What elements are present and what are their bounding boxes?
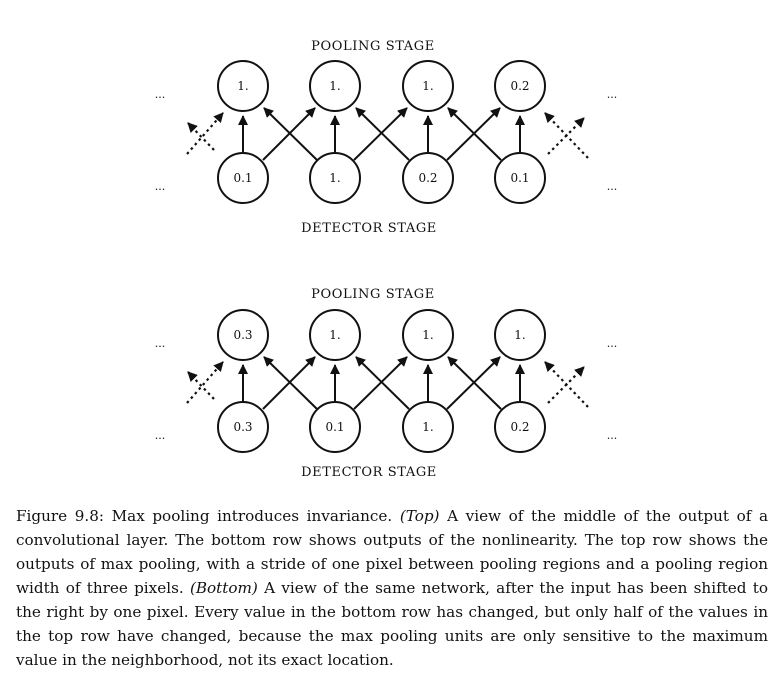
detector-node-value: 1. bbox=[329, 171, 340, 185]
caption-top-text: A view of the middle of the output of a … bbox=[16, 507, 769, 597]
pooling-node: 0.3 bbox=[217, 309, 269, 361]
dotted-arrow-left bbox=[186, 112, 224, 155]
pooling-node-value: 1. bbox=[514, 328, 525, 342]
pooling-node-value: 0.2 bbox=[510, 79, 529, 93]
pooling-node: 1. bbox=[309, 60, 361, 112]
ellipsis-left-top: ... bbox=[155, 337, 166, 350]
dotted-arrow-left-outer bbox=[187, 122, 215, 151]
arrow-d2-p3 bbox=[353, 356, 408, 410]
ellipsis-left-bottom: ... bbox=[155, 180, 166, 193]
pooling-node: 0.2 bbox=[494, 60, 546, 112]
detector-node-value: 0.1 bbox=[325, 420, 344, 434]
caption-figure-label: Figure 9.8: Max pooling introduces invar… bbox=[16, 507, 393, 525]
pooling-node: 1. bbox=[309, 309, 361, 361]
ellipsis-right-bottom: ... bbox=[607, 429, 618, 442]
detector-node: 0.3 bbox=[217, 401, 269, 453]
pooling-node-value: 0.3 bbox=[233, 328, 252, 342]
detector-node-value: 0.1 bbox=[510, 171, 529, 185]
detector-stage-label: DETECTOR STAGE bbox=[301, 465, 437, 480]
detector-node: 1. bbox=[309, 152, 361, 204]
detector-node-value: 0.3 bbox=[233, 420, 252, 434]
ellipsis-right-bottom: ... bbox=[607, 180, 618, 193]
pooling-node-value: 1. bbox=[237, 79, 248, 93]
detector-node: 0.2 bbox=[402, 152, 454, 204]
pooling-stage-label: POOLING STAGE bbox=[311, 39, 435, 54]
ellipsis-right-top: ... bbox=[607, 337, 618, 350]
detector-node: 0.1 bbox=[309, 401, 361, 453]
ellipsis-right-top: ... bbox=[607, 88, 618, 101]
ellipsis-left-bottom: ... bbox=[155, 429, 166, 442]
pooling-node-value: 1. bbox=[422, 328, 433, 342]
max-pooling-diagrams: POOLING STAGE DETECTOR STAGE ... ... ...… bbox=[155, 39, 618, 480]
detector-node-value: 0.2 bbox=[418, 171, 437, 185]
caption-top-tag: (Top) bbox=[399, 507, 440, 525]
pooling-node-value: 1. bbox=[329, 79, 340, 93]
dotted-arrow-left-outer bbox=[187, 371, 215, 400]
detector-node: 0.2 bbox=[494, 401, 546, 453]
dotted-arrow-right-outer bbox=[547, 117, 585, 155]
diagram-top-panel: POOLING STAGE DETECTOR STAGE ... ... ...… bbox=[155, 39, 618, 236]
pooling-node: 1. bbox=[402, 309, 454, 361]
caption-bottom-text: A view of the same network, after the in… bbox=[16, 579, 768, 669]
detector-node-value: 0.1 bbox=[233, 171, 252, 185]
figure-caption: Figure 9.8: Max pooling introduces invar… bbox=[16, 504, 768, 672]
pooling-stage-label: POOLING STAGE bbox=[311, 287, 435, 302]
arrow-d2-p1 bbox=[263, 356, 318, 410]
caption-bottom-tag: (Bottom) bbox=[189, 579, 258, 597]
pooling-node: 1. bbox=[494, 309, 546, 361]
detector-node-value: 0.2 bbox=[510, 420, 529, 434]
arrow-d2-p3 bbox=[353, 107, 408, 161]
dotted-arrow-right-outer bbox=[547, 366, 585, 404]
detector-node: 1. bbox=[402, 401, 454, 453]
pooling-node-value: 1. bbox=[422, 79, 433, 93]
arrow-d1-p2 bbox=[262, 107, 316, 161]
dotted-arrow-left bbox=[186, 361, 224, 404]
detector-node: 0.1 bbox=[217, 152, 269, 204]
arrow-d2-p1 bbox=[263, 107, 318, 161]
detector-stage-label: DETECTOR STAGE bbox=[301, 221, 437, 236]
arrow-d4-p3 bbox=[447, 356, 502, 410]
arrow-d3-p2 bbox=[355, 356, 410, 410]
detector-node-value: 1. bbox=[422, 420, 433, 434]
pooling-node-value: 1. bbox=[329, 328, 340, 342]
arrow-d1-p2 bbox=[262, 356, 316, 410]
diagram-bottom-panel: POOLING STAGE DETECTOR STAGE ... ... ...… bbox=[155, 287, 618, 480]
ellipsis-left-top: ... bbox=[155, 88, 166, 101]
pooling-node: 1. bbox=[217, 60, 269, 112]
arrow-d3-p2 bbox=[355, 107, 410, 161]
pooling-node: 1. bbox=[402, 60, 454, 112]
arrow-d4-p3 bbox=[447, 107, 502, 161]
detector-node: 0.1 bbox=[494, 152, 546, 204]
